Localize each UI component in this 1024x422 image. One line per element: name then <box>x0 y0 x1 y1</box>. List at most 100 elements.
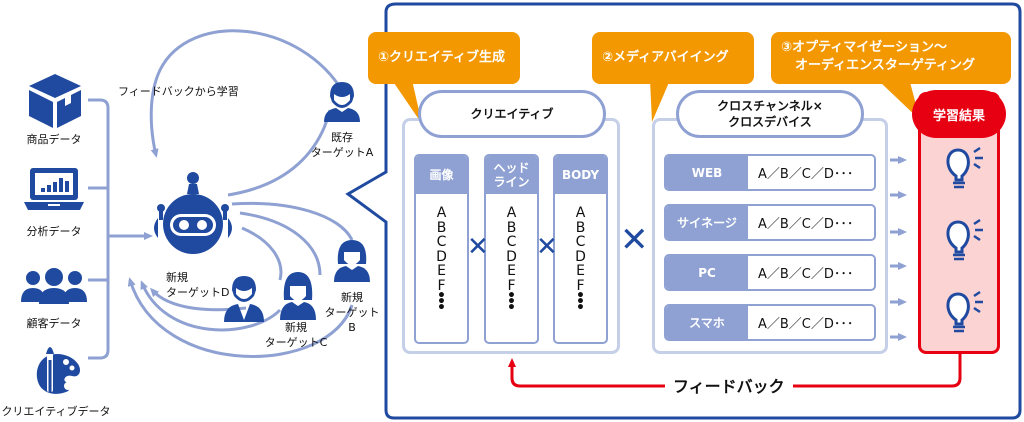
column-items: A B C D E F ••• <box>486 194 537 316</box>
column-items: A B C D E F ••• <box>416 194 467 316</box>
column-header-line1: ヘッド <box>493 161 530 175</box>
loop-label: フィードバックから学習 <box>118 85 239 98</box>
data-source-creative: クリエイティブデータ <box>0 340 112 422</box>
media-title-line1: クロスチャンネル× <box>717 99 823 113</box>
channel-values: A／B／C／D･･･ <box>758 167 854 182</box>
cross-icon: ✕ <box>620 220 649 260</box>
target-b-line3: B <box>348 321 356 334</box>
item: E <box>576 263 585 279</box>
channel-label: スマホ <box>666 306 748 339</box>
target-c-line2: ターゲットC <box>264 336 328 349</box>
data-source-label: 分析データ <box>26 225 82 238</box>
item: C <box>436 234 447 250</box>
column-items: A B C D E F ••• <box>555 194 606 316</box>
data-source-analytics: 分析データ <box>18 166 90 246</box>
data-source-label: 商品データ <box>26 133 82 146</box>
step-3-callout: ③オプティマイゼーション～ オーディエンスターゲティング <box>771 32 1011 84</box>
channel-values: A／B／C／D･･･ <box>758 217 854 232</box>
step-3-label-line2: オーディエンスターゲティング <box>795 58 976 73</box>
item: B <box>575 219 586 236</box>
media-row-signage: サイネージ A／B／C／D･･･ <box>664 204 876 241</box>
data-source-label: 顧客データ <box>26 317 82 330</box>
channel-values: A／B／C／D･･･ <box>758 267 854 282</box>
media-row-pc: PC A／B／C／D･･･ <box>664 254 876 291</box>
ellipsis: ••• <box>576 288 585 316</box>
media-title-line2: クロスデバイス <box>728 115 812 129</box>
man-icon <box>324 82 360 122</box>
item: A <box>575 205 586 221</box>
result-title: 学習結果 <box>912 90 1006 138</box>
item: C <box>575 234 586 250</box>
creative-column-image: 画像 A B C D E F ••• <box>414 154 469 344</box>
target-b-label: 新規 ターゲット B <box>316 290 388 335</box>
item: F <box>576 277 585 294</box>
target-a-line1: 既存 <box>331 131 353 144</box>
channel-label: サイネージ <box>666 206 748 239</box>
channel-values: A／B／C／D･･･ <box>758 317 854 332</box>
lightbulb-icon <box>946 290 983 333</box>
data-source-label: クリエイティブデータ <box>1 405 111 418</box>
box-icon <box>29 74 81 128</box>
item: D <box>436 248 447 265</box>
creative-column-body: BODY A B C D E F ••• <box>553 154 608 344</box>
item: A <box>436 205 447 221</box>
lightbulb-icon <box>946 218 983 261</box>
creative-title-text: クリエイティブ <box>470 107 554 121</box>
item: B <box>436 219 447 236</box>
data-bracket <box>88 98 110 360</box>
laptop-chart-icon <box>24 168 84 210</box>
step-1-callout: ①クリエイティブ生成 <box>368 32 520 84</box>
item: C <box>506 234 517 250</box>
creative-title: クリエイティブ <box>418 90 606 138</box>
cross-icon: ✕ <box>536 232 558 262</box>
target-d-line1: 新規 <box>166 271 188 284</box>
column-header-line2: ライン <box>493 175 530 189</box>
media-row-smartphone: スマホ A／B／C／D･･･ <box>664 304 876 341</box>
cross-icon: ✕ <box>467 232 489 262</box>
target-b-line2: ターゲット <box>324 306 380 319</box>
data-source-customer: 顧客データ <box>18 268 90 338</box>
feedback-label: フィードバック <box>665 373 793 397</box>
item: E <box>437 263 446 279</box>
item: B <box>506 219 517 236</box>
step-2-label: ②メディアバイイング <box>602 50 729 65</box>
target-d-line2: ターゲットD <box>166 286 230 299</box>
main-frame <box>345 2 1022 420</box>
result-title-text: 学習結果 <box>932 108 985 124</box>
target-d-label: 新規 ターゲットD <box>166 270 238 300</box>
media-row-web: WEB A／B／C／D･･･ <box>664 154 876 191</box>
item: A <box>506 205 517 221</box>
man-suit-icon <box>224 276 264 322</box>
robot-icon <box>154 172 232 254</box>
target-c-line1: 新規 <box>285 321 307 334</box>
item: F <box>507 277 516 294</box>
step-2-callout: ②メディアバイイング <box>592 32 754 84</box>
channel-label: PC <box>666 256 748 289</box>
media-title: クロスチャンネル× クロスデバイス <box>676 90 864 138</box>
ellipsis: ••• <box>437 288 446 316</box>
woman-icon <box>334 240 370 282</box>
data-source-product: 商品データ <box>18 70 90 150</box>
item: D <box>575 248 586 265</box>
result-arrows <box>890 156 907 341</box>
woman-icon <box>280 272 316 320</box>
target-b-line1: 新規 <box>341 291 363 304</box>
ellipsis: ••• <box>507 288 516 316</box>
lightbulb-icon <box>946 146 983 189</box>
item: F <box>437 277 446 294</box>
target-a-label: 既存 ターゲットA <box>306 130 378 160</box>
column-header: BODY <box>555 156 606 194</box>
item: D <box>506 248 517 265</box>
channel-label: WEB <box>666 156 748 189</box>
palette-brush-icon <box>36 346 80 394</box>
creative-column-headline: ヘッドライン A B C D E F ••• <box>484 154 539 344</box>
target-c-label: 新規 ターゲットC <box>260 320 332 350</box>
people-icon <box>21 268 87 304</box>
column-header: 画像 <box>416 156 467 194</box>
column-header: ヘッドライン <box>486 156 537 194</box>
step-3-label-line1: ③オプティマイゼーション～ <box>781 40 947 55</box>
step-1-label: ①クリエイティブ生成 <box>378 50 505 65</box>
loop-arc <box>149 29 345 158</box>
target-a-line2: ターゲットA <box>310 146 374 159</box>
item: E <box>507 263 516 279</box>
